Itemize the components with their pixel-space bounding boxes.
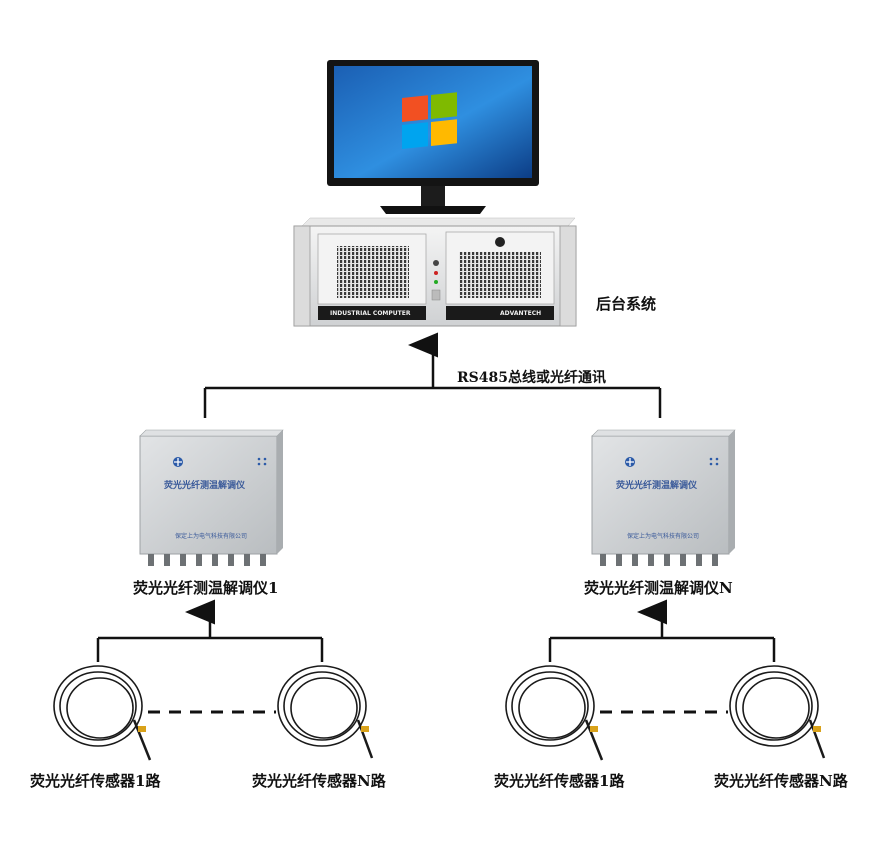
- logo-icon: [625, 457, 635, 467]
- sensor-bus-right: [548, 599, 776, 662]
- fiber-sensor: [729, 665, 826, 759]
- demodulator-1: [139, 429, 284, 566]
- rack-handle-left: [293, 225, 311, 327]
- rack-handle-right: [559, 225, 577, 327]
- monitor: [327, 60, 539, 214]
- vent-right: [459, 252, 541, 298]
- logo-icon: [173, 457, 183, 467]
- connector-row: [600, 554, 718, 566]
- fiber-sensor: [53, 665, 152, 761]
- comm-bus: [203, 332, 662, 418]
- backend-label: 后台系统: [596, 295, 657, 313]
- demodulator-1-label: 荧光光纤测温解调仪1: [133, 579, 279, 597]
- fiber-sensor: [505, 665, 604, 761]
- box-title-n: 荧光光纤测温解调仪: [616, 481, 698, 491]
- sensor-n-right-label: 荧光光纤传感器N路: [714, 772, 848, 790]
- vent-left: [337, 246, 409, 298]
- windows-logo-icon: [402, 92, 457, 149]
- monitor-base: [380, 206, 486, 214]
- sensor-bus-left: [96, 599, 324, 662]
- server-panel-text: INDUSTRIAL COMPUTER: [330, 310, 411, 317]
- power-button-icon: [433, 260, 439, 266]
- box-company-n: 保定上为电气科技有限公司: [627, 533, 700, 540]
- connector-row: [148, 554, 266, 566]
- box-title-1: 荧光光纤测温解调仪: [164, 481, 246, 491]
- demodulator-n-label: 荧光光纤测温解调仪N: [584, 579, 733, 597]
- demodulator-n: [591, 429, 736, 566]
- panel-strip-left: [318, 306, 426, 320]
- sensor-1-left-label: 荧光光纤传感器1路: [30, 772, 161, 790]
- comm-label: RS485总线或光纤通讯: [457, 370, 606, 386]
- fiber-sensor: [277, 665, 374, 759]
- monitor-neck: [421, 186, 445, 206]
- lock-icon: [495, 237, 505, 247]
- industrial-computer: [293, 217, 577, 327]
- sensor-1-right-label: 荧光光纤传感器1路: [494, 772, 625, 790]
- box-company-1: 保定上为电气科技有限公司: [175, 533, 248, 540]
- server-brand: ADVANTECH: [500, 310, 542, 317]
- sensor-n-left-label: 荧光光纤传感器N路: [252, 772, 386, 790]
- panel-strip-right: [446, 306, 554, 320]
